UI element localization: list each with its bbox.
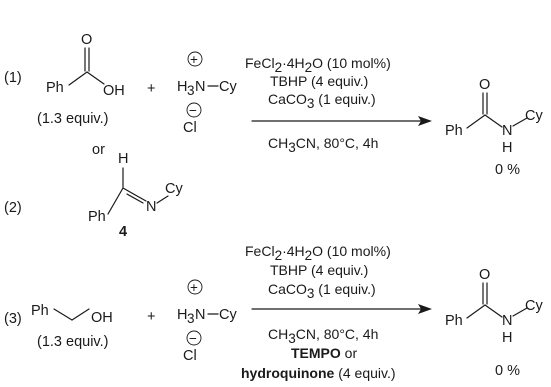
- oxidant-label-bottom: TBHP (4 equiv.): [270, 262, 368, 278]
- chloride-label-3: Cl: [183, 348, 197, 364]
- imine-h-label: H: [118, 151, 128, 167]
- oxidant-label-top: TBHP (4 equiv.): [270, 73, 368, 89]
- phenyl-label: Ph: [46, 80, 64, 96]
- alcohol-equiv-label: (1.3 equiv.): [37, 334, 108, 350]
- yield-top: 0 %: [495, 162, 520, 178]
- product-cy-label-3: Cy: [525, 298, 543, 314]
- ammonium-plus-charge-3: +: [190, 280, 198, 295]
- arrowhead-top: [418, 116, 432, 126]
- imine-cy-label: Cy: [165, 181, 183, 197]
- carbonyl-oxygen-label: O: [81, 32, 92, 48]
- product-cy-label: Cy: [525, 108, 543, 124]
- plus-sign-3: +: [147, 309, 155, 325]
- compound-number-4: 4: [119, 224, 127, 240]
- conditions-top: FeCl2·4H2O (10 mol%) TBHP (4 equiv.) CaC…: [245, 55, 432, 155]
- amide-product-bottom: Ph O N H Cy: [445, 267, 543, 346]
- or-label: or: [92, 142, 105, 158]
- base-label-bottom: CaCO3 (1 equiv.): [268, 281, 376, 301]
- amide-product-top: Ph O N H Cy: [445, 77, 543, 156]
- conditions-bottom: FeCl2·4H2O (10 mol%) TBHP (4 equiv.) CaC…: [241, 243, 432, 381]
- plus-sign-1: +: [147, 81, 155, 97]
- product-n-label-3: N: [502, 313, 512, 329]
- ammonium-n-label: N: [195, 79, 205, 95]
- imine-phenyl-label: Ph: [88, 209, 106, 225]
- ammonium-h-label-3: H: [177, 307, 187, 323]
- solvent-label-top: CH3CN, 80°C, 4h: [268, 135, 378, 155]
- cyclohexyl-label-3: Cy: [219, 307, 237, 323]
- reaction-label-3: (3): [4, 311, 22, 327]
- ammonium-n-label-3: N: [195, 307, 205, 323]
- product-phenyl-label: Ph: [445, 123, 463, 139]
- yield-bottom: 0 %: [495, 363, 520, 379]
- additive-tempo-label: TEMPO or: [291, 345, 357, 361]
- ammonium-h-subscript: 3: [187, 83, 195, 98]
- reaction-label-1: (1): [4, 70, 22, 86]
- benzoic-acid: Ph O OH: [46, 32, 125, 99]
- alcohol-hydroxyl-label: OH: [91, 310, 113, 326]
- cyclohexyl-label: Cy: [219, 79, 237, 95]
- ammonium-h-subscript-3: 3: [187, 311, 195, 326]
- product-nh-label: H: [502, 140, 512, 156]
- product-nh-label-3: H: [502, 330, 512, 346]
- imine-compound-4: H Ph N Cy: [88, 151, 183, 225]
- product-oxygen-label-3: O: [479, 267, 490, 283]
- chloride-label: Cl: [183, 120, 197, 136]
- additive-hydroquinone-label: hydroquinone (4 equiv.): [241, 365, 396, 381]
- product-oxygen-label: O: [479, 77, 490, 93]
- ammonium-h-label: H: [177, 79, 187, 95]
- arrowhead-bottom: [418, 304, 432, 314]
- ammonium-plus-charge: +: [190, 52, 198, 67]
- reaction-label-2: (2): [4, 200, 22, 216]
- catalyst-label-top: FeCl2·4H2O (10 mol%): [245, 55, 391, 75]
- product-n-label: N: [502, 123, 512, 139]
- ammonium-salt-1: + H 3 N Cy − Cl: [177, 51, 237, 136]
- catalyst-label-bottom: FeCl2·4H2O (10 mol%): [245, 243, 391, 263]
- chloride-minus-charge: −: [189, 103, 197, 118]
- solvent-label-bottom: CH3CN, 80°C, 4h: [268, 326, 378, 346]
- hydroxyl-label: OH: [103, 83, 125, 99]
- benzyl-alcohol: Ph OH: [31, 303, 113, 326]
- imine-n-label: N: [146, 199, 156, 215]
- base-label-top: CaCO3 (1 equiv.): [268, 91, 376, 111]
- ammonium-salt-3: + H 3 N Cy − Cl: [177, 279, 237, 364]
- alcohol-phenyl-label: Ph: [31, 303, 49, 319]
- chloride-minus-charge-3: −: [189, 331, 197, 346]
- acid-equiv-label: (1.3 equiv.): [37, 111, 108, 127]
- product-phenyl-label-3: Ph: [445, 313, 463, 329]
